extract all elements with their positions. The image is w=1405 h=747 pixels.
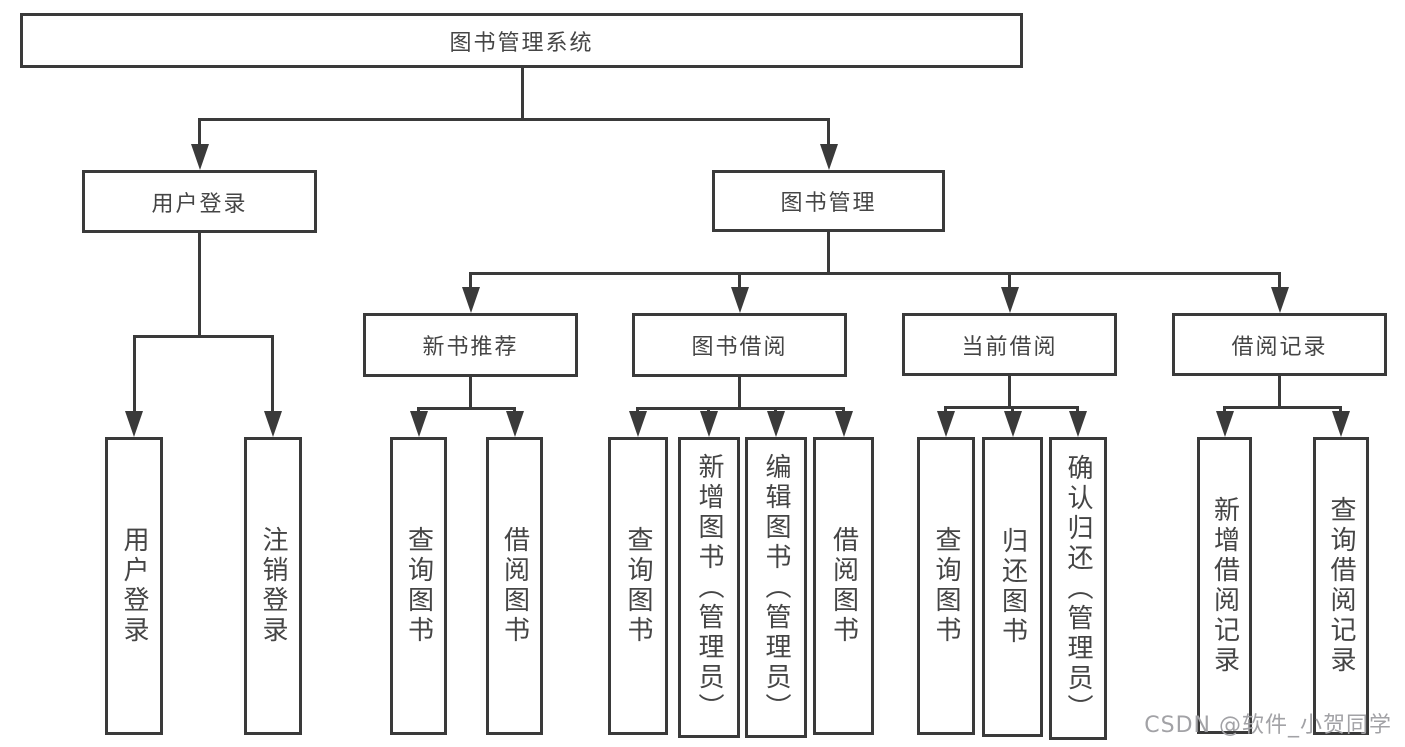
connector-current-borrowing-stem [1008,376,1011,406]
arrowhead-bb-add-books [700,411,718,437]
arrowhead-user-login [191,144,209,170]
arrowhead-bb-borrow-books [835,411,853,437]
csdn-watermark: CSDN @软件_小贺同学 [1144,713,1392,738]
arrowhead-new-book-recommend [462,287,480,313]
node-br-add-borrow-record: 新增借阅记录 [1197,437,1252,734]
node-cb-return-books: 归还图书 [982,437,1043,737]
connector-user-login-split [133,335,274,338]
arrowhead-rec-borrow-books [506,411,524,437]
node-bb-query-books: 查询图书 [608,437,668,735]
connector-root-stem [521,68,524,118]
node-cb-confirm-return-admin: 确认归还（管理员） [1049,437,1107,740]
connector-new-book-recommend-stem [469,377,472,407]
connector-book-management-split [469,272,1280,275]
connector-book-borrowing-stem [738,377,741,407]
connector-user-login-stem [198,233,201,335]
node-leaf-logout: 注销登录 [244,437,302,735]
node-rec-query-books: 查询图书 [390,437,447,735]
node-user-login: 用户登录 [82,170,317,233]
connector-new-book-recommend-split [417,407,516,410]
arrow-stem-book-management [827,118,830,148]
arrowhead-br-query-record [1332,411,1350,437]
arrowhead-bb-edit-books [767,411,785,437]
connector-root-split [198,118,830,121]
connector-book-borrowing-split [636,407,844,410]
arrow-stem-cb-confirm-return [1076,406,1079,415]
arrow-stem-book-borrowing [738,272,741,290]
node-root-library-management-system: 图书管理系统 [20,13,1023,68]
arrowhead-br-add-record [1216,411,1234,437]
arrowhead-leaf-logout [264,411,282,437]
node-current-borrowing: 当前借阅 [902,313,1117,376]
arrow-stem-cb-query-books [944,406,947,415]
arrowhead-rec-query-books [410,411,428,437]
arrow-stem-cb-return-books [1011,406,1014,415]
arrow-stem-user-login [198,118,201,148]
node-cb-query-books: 查询图书 [917,437,975,735]
arrowhead-cb-return-books [1004,411,1022,437]
arrow-stem-leaf-logout [271,335,274,415]
node-bb-borrow-books: 借阅图书 [813,437,874,735]
node-bb-edit-books-admin: 编辑图书（管理员） [745,437,807,738]
arrow-stem-br-query-record [1339,406,1342,415]
node-leaf-user-login: 用户登录 [105,437,163,735]
arrowhead-leaf-user-login [125,411,143,437]
connector-borrow-records-stem [1278,376,1281,406]
arrowhead-book-borrowing [731,287,749,313]
node-rec-borrow-books: 借阅图书 [486,437,543,735]
arrow-stem-current-borrowing [1008,272,1011,290]
connector-book-management-stem [827,232,830,272]
arrowhead-borrow-records [1271,287,1289,313]
node-br-query-borrow-record: 查询借阅记录 [1313,437,1369,735]
arrow-stem-new-book-recommend [469,272,472,290]
node-new-book-recommend: 新书推荐 [363,313,578,377]
node-book-management: 图书管理 [712,170,945,232]
arrowhead-cb-query-books [937,411,955,437]
arrowhead-cb-confirm-return [1069,411,1087,437]
arrowhead-current-borrowing [1001,287,1019,313]
node-book-borrowing: 图书借阅 [632,313,847,377]
arrow-stem-br-add-record [1223,406,1226,415]
arrow-stem-borrow-records [1278,272,1281,290]
arrowhead-bb-query-books [629,411,647,437]
arrowhead-book-management [820,144,838,170]
node-borrow-records: 借阅记录 [1172,313,1387,376]
node-bb-add-books-admin: 新增图书（管理员） [678,437,740,738]
connector-borrow-records-split [1223,406,1341,409]
arrow-stem-leaf-user-login [133,335,136,415]
